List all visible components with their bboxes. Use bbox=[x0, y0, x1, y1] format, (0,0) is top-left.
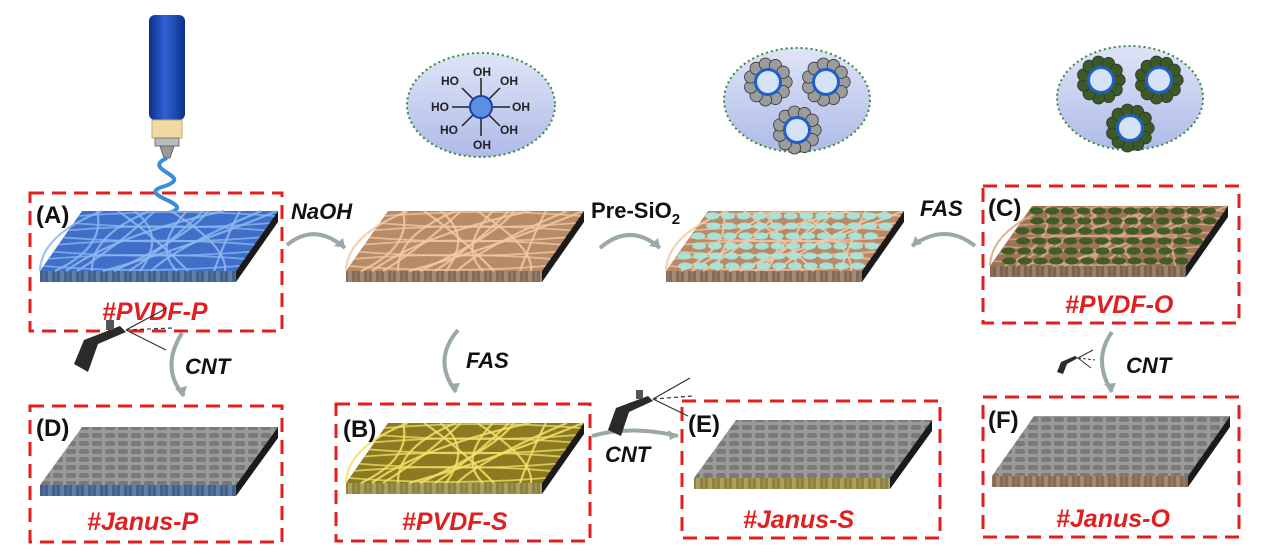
arrow-fas-mid bbox=[442, 328, 460, 394]
oh-label: OH bbox=[500, 123, 518, 137]
step-presio2: Pre-SiO2 bbox=[591, 198, 680, 228]
panel-a-name: #PVDF-P bbox=[102, 298, 208, 326]
step-naoh: NaOH bbox=[291, 199, 353, 224]
panel-b-name: #PVDF-S bbox=[402, 508, 508, 536]
panel-a-letter: (A) bbox=[36, 202, 69, 229]
panel-c-name: #PVDF-O bbox=[1065, 291, 1174, 319]
step-fas-mid: FAS bbox=[466, 348, 509, 373]
panel-c-letter: (C) bbox=[988, 195, 1021, 222]
panel-e-letter: (E) bbox=[688, 411, 720, 438]
panel-b-letter: (B) bbox=[343, 416, 376, 443]
arrow-cnt-left bbox=[169, 331, 186, 398]
arrow-cnt-mid bbox=[591, 428, 679, 438]
spray-gun-icon bbox=[74, 307, 173, 372]
fas-silica-particle bbox=[1135, 55, 1184, 105]
membrane-naoh bbox=[344, 209, 584, 282]
panel-d-box bbox=[28, 404, 284, 544]
panel-f-letter: (F) bbox=[988, 407, 1019, 434]
spray-gun-icon bbox=[1057, 349, 1096, 374]
oh-label: OH bbox=[500, 74, 518, 88]
oh-label: OH bbox=[473, 138, 491, 152]
electrospinning-syringe-icon bbox=[149, 15, 185, 242]
silica-particle bbox=[744, 57, 793, 107]
membrane-janus-p bbox=[40, 427, 278, 496]
oh-label: OH bbox=[473, 65, 491, 79]
membrane-janus-s bbox=[694, 420, 932, 489]
membrane-pvdf-s bbox=[344, 421, 584, 494]
hydroxyl-ellipse: OH OH OH OH OH HO HO HO bbox=[406, 52, 556, 158]
ho-label: HO bbox=[431, 100, 449, 114]
ho-label: HO bbox=[441, 74, 459, 88]
arrow-fas-top bbox=[910, 232, 977, 248]
panel-d-letter: (D) bbox=[36, 415, 69, 442]
oh-label: OH bbox=[512, 100, 530, 114]
panel-c-box bbox=[981, 184, 1241, 325]
membrane-janus-o bbox=[992, 416, 1230, 487]
arrow-cnt-right bbox=[1100, 330, 1114, 394]
panel-a-box bbox=[28, 191, 284, 333]
panel-e-name: #Janus-S bbox=[743, 506, 854, 534]
silica-particle bbox=[773, 105, 822, 155]
membrane-presio2 bbox=[664, 209, 904, 282]
step-cnt-left: CNT bbox=[185, 354, 232, 379]
ho-label: HO bbox=[440, 123, 458, 137]
step-cnt-right: CNT bbox=[1126, 353, 1173, 378]
membrane-pvdf-o bbox=[988, 204, 1228, 277]
panel-b-box bbox=[334, 402, 592, 543]
panel-f-name: #Janus-O bbox=[1056, 505, 1170, 533]
silica-particle bbox=[802, 57, 851, 107]
membrane-pvdf-p bbox=[38, 209, 278, 282]
fas-silica-particle bbox=[1077, 55, 1126, 105]
panel-d-name: #Janus-P bbox=[87, 508, 198, 536]
fas-silica-particle bbox=[1106, 103, 1155, 153]
step-fas-top: FAS bbox=[920, 196, 963, 221]
spray-gun-icon bbox=[608, 377, 694, 436]
step-cnt-mid: CNT bbox=[605, 442, 652, 467]
